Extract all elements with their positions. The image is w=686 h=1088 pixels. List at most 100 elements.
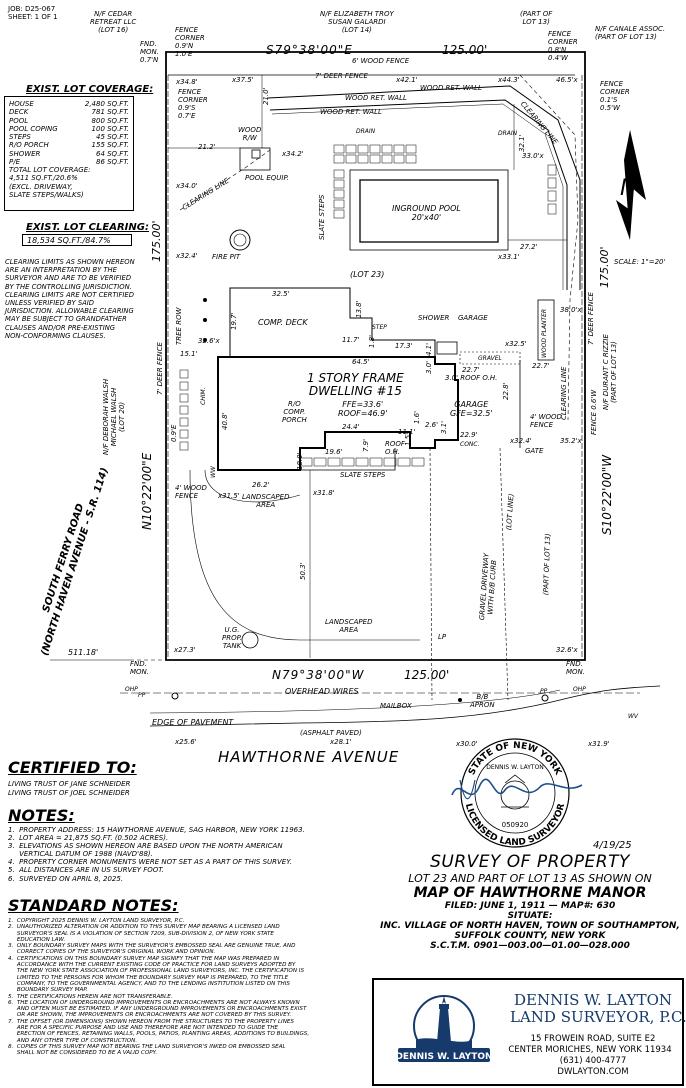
title-block: SURVEY OF PROPERTY LOT 23 AND PART OF LO… [380, 852, 680, 951]
landscaped-area-2: LANDSCAPED AREA [325, 618, 373, 634]
bearing-bottom: N79°38'00"W [272, 668, 365, 682]
scale-label: SCALE: 1"=20' [614, 258, 666, 266]
shower [436, 341, 458, 355]
dim-28-1: x28.1' [330, 738, 352, 746]
retaining-wall-inner2 [271, 103, 564, 290]
title-loc-1: INC. VILLAGE OF NORTH HAVEN, TOWN OF SOU… [380, 921, 680, 931]
fence-corner-1: FENCE CORNER 0.9'N 1.0'E [175, 26, 205, 58]
title-situate: SITUATE: [507, 911, 553, 921]
dim-22-8: 22.8' [502, 382, 510, 400]
garage-label-top: GARAGE [458, 314, 488, 322]
dim-50-3: 50.3' [299, 562, 307, 580]
roof-oh2-label: ROOF O.H. [385, 440, 405, 456]
dim-32-6: 32.6'x [198, 337, 220, 345]
fnd-mon-bl: FND. MON. [130, 660, 150, 676]
ohp-label-1: OHP [125, 686, 138, 693]
ww-label: WW [210, 466, 217, 478]
fire-pit-label: FIRE PIT [212, 253, 241, 261]
note-item: 2. LOT AREA = 21,875 SQ.FT. (0.502 ACRES… [8, 834, 169, 843]
bb-apron-label: B/B APRON [470, 693, 495, 709]
wv-label: WV [628, 713, 639, 720]
company-address-1: 15 FROWEIN ROAD, SUITE E2 [530, 1034, 656, 1044]
wood-ret-wall-label-2: WOOD RET. WALL [320, 108, 382, 116]
std-notes-text: 1. COPYRIGHT 2025 DENNIS W. LAYTON LAND … [8, 918, 310, 1057]
certified-line-1: LIVING TRUST OF JANE SCHNEIDER [8, 780, 131, 788]
part-lot13-top: (PART OF LOT 13) [520, 10, 553, 26]
dim-4-1: 4.1' [425, 342, 433, 356]
property-boundary [165, 51, 586, 661]
comp-deck [229, 287, 436, 357]
driveway-left [429, 447, 433, 701]
bearing-top: S79°38'00"E [266, 43, 353, 57]
fnd-mon-tl: FND. MON. 0.7'N [140, 40, 160, 64]
slate-steps-lower [179, 369, 425, 467]
clearing-line-left [179, 149, 271, 211]
dim-34-2: x34.2' [282, 150, 304, 158]
fnd-mon-br: FND. MON. [566, 660, 586, 676]
title-sctm: S.C.T.M. 0901—003.00—01.00—028.000 [430, 941, 630, 951]
ohp-label-2: OHP [573, 686, 586, 693]
dim-22-7b: 22.7' [532, 362, 550, 370]
dist-bottom: 125.00' [404, 668, 450, 682]
deer-fence-7-left: 7' DEER FENCE [156, 342, 164, 395]
drain-label-2: DRAIN [498, 130, 518, 137]
title-map: MAP OF HAWTHORNE MANOR [413, 885, 647, 901]
dim-11-1: 11.1' [398, 428, 416, 436]
nf-troy: N/F ELIZABETH TROY SUSAN GALARDI (LOT 14… [320, 10, 394, 34]
dim-38-0: 38.0'x [560, 306, 582, 314]
garage-gfe-label: GARAGE GFE=32.5' [450, 400, 493, 418]
deer-fence-6-label: 6' WOOD FENCE [352, 57, 410, 65]
notes-title: NOTES: [8, 806, 75, 825]
ro-porch-label: R/O COMP. PORCH [282, 400, 307, 424]
dim-37-5: x37.5' [232, 76, 254, 84]
dim-42-1: x42.1' [396, 76, 418, 84]
coverage-total-label: TOTAL LOT COVERAGE: [9, 166, 91, 175]
dim-18-0: 18.0' [296, 452, 304, 470]
compass-needle-icon [442, 996, 446, 1004]
step-label: STEP [372, 324, 387, 331]
dim-25-6: x25.6' [175, 738, 197, 746]
driveway-right [499, 447, 509, 701]
coverage-excl-2: SLATE STEPS/WALKS) [9, 190, 84, 199]
slate-steps-label: SLATE STEPS [318, 194, 326, 240]
dwelling-label: 1 STORY FRAME DWELLING #15 [307, 371, 404, 398]
bearing-right: S10°22'00"W [600, 454, 614, 535]
dim-34-0: x34.0' [176, 182, 198, 190]
lot23-label: (LOT 23) [350, 270, 385, 279]
coverage-total-value: 4,511 SQ.FT./20.6% [9, 174, 78, 183]
dim-40-8: 40.8' [221, 412, 229, 430]
north-arrow-icon [616, 130, 646, 240]
deer-fence-7-label: 7' DEER FENCE [315, 72, 368, 80]
dim-32-5a: 32.5' [272, 290, 290, 298]
conc-label: CONC. [460, 441, 480, 448]
dim-31-9: x31.9' [588, 740, 610, 748]
north-letter: N [620, 176, 637, 201]
dim-31-5: x31.5' [218, 492, 240, 500]
dim-33-0: 33.0'x [522, 152, 544, 160]
note-item: 3. ELEVATIONS AS SHOWN HEREON ARE BASED … [8, 842, 283, 851]
landscaped-area-1: LANDSCAPED AREA [242, 493, 290, 509]
pp-label-1: PP [138, 692, 146, 699]
coverage-excl-1: (EXCL. DRIVEWAY, [9, 182, 73, 191]
fence-corner-3: FENCE CORNER 0.1'S 0.5'W [600, 80, 630, 112]
dim-13-8: 13.8' [355, 300, 363, 318]
drain-label-1: DRAIN [356, 128, 376, 135]
coverage-title: EXIST. LOT COVERAGE: [26, 84, 154, 95]
landscaped-curve [204, 469, 301, 503]
inground-pool-label: INGROUND POOL 20'x40' [392, 204, 461, 222]
company-name-1: DENNIS W. LAYTON [513, 991, 673, 1009]
dim-0-9e: 0.9'E [170, 424, 178, 442]
gravel-label: GRAVEL [478, 355, 502, 362]
survey-plan [50, 51, 661, 727]
seal-emblem-icon [500, 774, 530, 810]
dim-27-2: 27.2' [520, 243, 538, 251]
roof-oh-label: 3.0' ROOF O.H. [445, 374, 498, 382]
dim-34-8: x34.8' [176, 78, 198, 86]
dim-32-5b: x32.5' [505, 340, 527, 348]
dim-2-6: 2.6' [425, 421, 439, 429]
company-name-2: LAND SURVEYOR, P.C. [510, 1008, 686, 1026]
